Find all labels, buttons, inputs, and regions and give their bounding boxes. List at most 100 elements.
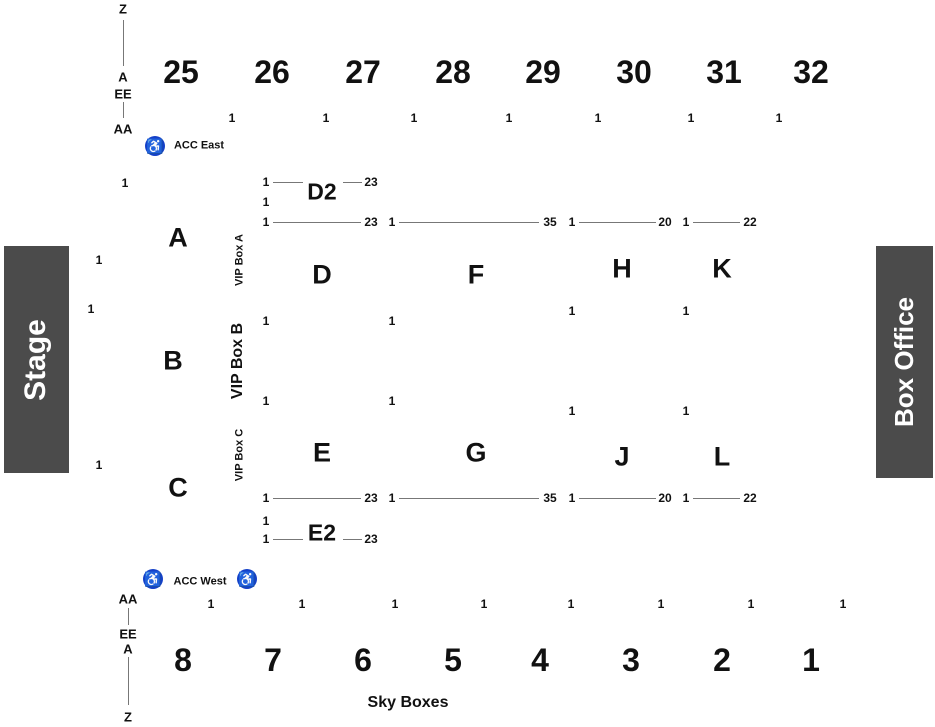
- seat-1: 1: [95, 458, 103, 472]
- seat-1: 1: [682, 491, 690, 505]
- section-D2[interactable]: D2: [307, 178, 337, 205]
- section-C[interactable]: C: [168, 472, 188, 503]
- row-line: [399, 498, 539, 499]
- seat-1: 1: [262, 514, 270, 528]
- box-office-label: Box Office: [889, 296, 919, 428]
- seat-1: 1: [568, 491, 576, 505]
- seat-1: 1: [228, 111, 236, 125]
- seat-1: 1: [839, 597, 847, 611]
- section-B[interactable]: B: [163, 345, 183, 376]
- seat-1: 1: [682, 304, 690, 318]
- seat-1: 1: [388, 394, 396, 408]
- seat-1: 1: [480, 597, 488, 611]
- seat-1: 1: [682, 215, 690, 229]
- vip-box-b[interactable]: VIP Box B: [229, 322, 246, 400]
- section-F[interactable]: F: [467, 259, 485, 290]
- section-A[interactable]: A: [168, 222, 188, 253]
- wheelchair-icon: ♿: [145, 136, 165, 156]
- seat-1: 1: [262, 175, 270, 189]
- row-line: [273, 539, 303, 540]
- row-label: Z: [124, 709, 132, 725]
- seat-1: 1: [505, 111, 513, 125]
- seat-end: 20: [658, 491, 672, 505]
- section-3[interactable]: 3: [622, 642, 640, 678]
- seat-1: 1: [388, 491, 396, 505]
- seat-1: 1: [207, 597, 215, 611]
- acc-west-label: ACC West: [173, 575, 227, 588]
- wheelchair-icon: ♿: [237, 569, 257, 589]
- section-26[interactable]: 26: [254, 54, 290, 90]
- section-L[interactable]: L: [713, 441, 731, 472]
- row-label: EE: [119, 626, 137, 642]
- seat-1: 1: [410, 111, 418, 125]
- divider: [123, 20, 124, 66]
- section-K[interactable]: K: [712, 253, 732, 284]
- vip-box-a[interactable]: VIP Box A: [233, 234, 246, 286]
- seat-1: 1: [87, 302, 95, 316]
- seat-end: 23: [364, 532, 378, 546]
- row-line: [273, 222, 361, 223]
- section-29[interactable]: 29: [525, 54, 561, 90]
- section-7[interactable]: 7: [264, 642, 282, 678]
- seat-1: 1: [747, 597, 755, 611]
- section-31[interactable]: 31: [706, 54, 742, 90]
- section-H[interactable]: H: [612, 253, 632, 284]
- row-line: [579, 222, 656, 223]
- row-label: AA: [118, 591, 138, 607]
- row-label: Z: [119, 1, 127, 17]
- section-6[interactable]: 6: [354, 642, 372, 678]
- seat-end: 22: [743, 491, 757, 505]
- row-line: [693, 222, 740, 223]
- seat-1: 1: [388, 215, 396, 229]
- row-line: [693, 498, 740, 499]
- section-25[interactable]: 25: [163, 54, 199, 90]
- row-line: [343, 539, 362, 540]
- seat-end: 35: [543, 491, 557, 505]
- seat-1: 1: [594, 111, 602, 125]
- row-line: [273, 498, 361, 499]
- seat-1: 1: [682, 404, 690, 418]
- row-label: EE: [114, 86, 132, 102]
- stage[interactable]: [4, 246, 69, 473]
- seat-end: 23: [364, 491, 378, 505]
- seat-1: 1: [95, 253, 103, 267]
- section-G[interactable]: G: [465, 437, 487, 468]
- row-line: [579, 498, 656, 499]
- section-2[interactable]: 2: [713, 642, 731, 678]
- seat-end: 20: [658, 215, 672, 229]
- section-32[interactable]: 32: [793, 54, 829, 90]
- section-28[interactable]: 28: [435, 54, 471, 90]
- section-E[interactable]: E: [312, 437, 332, 468]
- section-1[interactable]: 1: [802, 642, 820, 678]
- divider: [128, 608, 129, 625]
- section-5[interactable]: 5: [444, 642, 462, 678]
- box-office[interactable]: [876, 246, 933, 478]
- section-8[interactable]: 8: [174, 642, 192, 678]
- section-E2[interactable]: E2: [307, 519, 337, 546]
- row-label: AA: [113, 121, 133, 137]
- seat-1: 1: [298, 597, 306, 611]
- seat-1: 1: [262, 532, 270, 546]
- seat-1: 1: [391, 597, 399, 611]
- section-4[interactable]: 4: [531, 642, 549, 678]
- section-27[interactable]: 27: [345, 54, 381, 90]
- seat-1: 1: [568, 215, 576, 229]
- seat-1: 1: [262, 491, 270, 505]
- seat-1: 1: [262, 215, 270, 229]
- acc-east-label: ACC East: [173, 139, 225, 152]
- divider: [123, 102, 124, 118]
- section-30[interactable]: 30: [616, 54, 652, 90]
- divider: [128, 657, 129, 705]
- seat-1: 1: [262, 195, 270, 209]
- row-line: [399, 222, 539, 223]
- row-line: [343, 182, 362, 183]
- seat-1: 1: [568, 404, 576, 418]
- stage-label: Stage: [19, 319, 52, 401]
- sky-boxes-label[interactable]: Sky Boxes: [367, 694, 449, 711]
- section-J[interactable]: J: [614, 441, 630, 472]
- seat-end: 22: [743, 215, 757, 229]
- vip-box-c[interactable]: VIP Box C: [233, 428, 246, 482]
- section-D[interactable]: D: [312, 259, 332, 290]
- seat-end: 23: [364, 215, 378, 229]
